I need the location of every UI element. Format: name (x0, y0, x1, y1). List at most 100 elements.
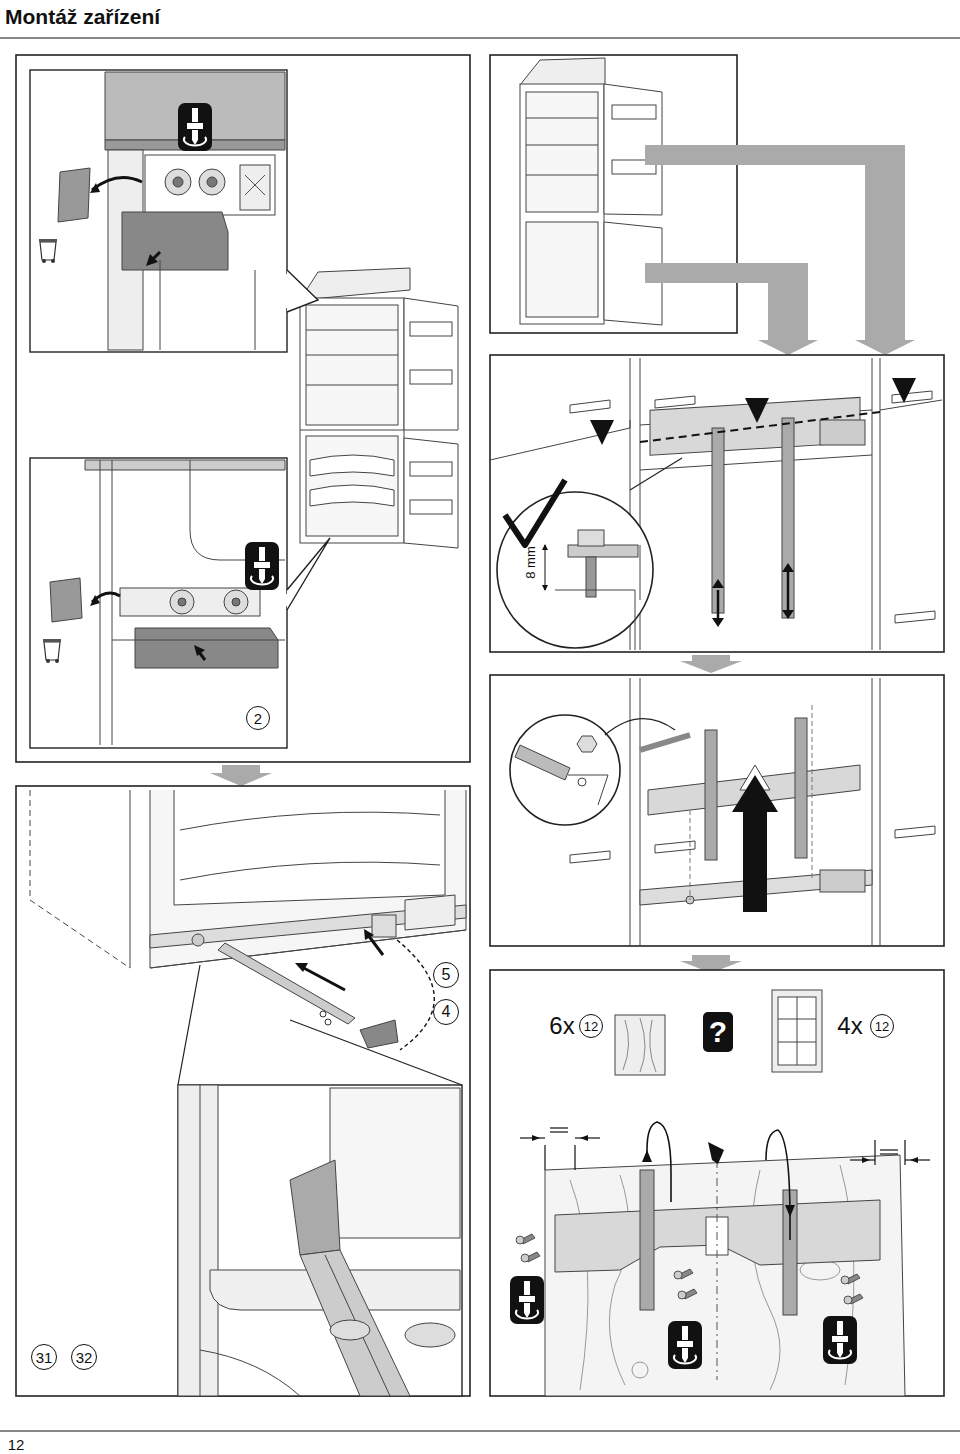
drawing-path (892, 378, 916, 403)
page-title: Montáž zařízení (5, 6, 160, 27)
drawing-path (766, 1130, 790, 1240)
drawing-path (542, 544, 548, 591)
drawing-use (674, 1269, 693, 1279)
drawing-rect (578, 530, 604, 546)
drawing-path (180, 862, 440, 880)
drawing-use (678, 1289, 697, 1299)
drawing-g (300, 268, 458, 548)
drawing-circle (207, 177, 217, 187)
drawing-path (290, 1160, 340, 1255)
drawing-circle (165, 169, 191, 195)
drawing-circle (173, 177, 183, 187)
part-number: 12 (579, 1014, 603, 1038)
drawing-rect (300, 298, 404, 543)
drawing-line (0, 1430, 960, 1431)
drawing-rect (772, 990, 822, 1072)
drawing-rect (490, 355, 944, 652)
drawing-rect (330, 1088, 460, 1238)
drawing-circle (199, 169, 225, 195)
drawing-rect (490, 675, 944, 946)
drawing-path (404, 298, 458, 430)
callout-number: 4 (433, 999, 459, 1025)
drawing-line (160, 260, 161, 350)
drawing-rect (30, 70, 287, 352)
drawing-path (642, 1150, 652, 1162)
drawing-rect (490, 970, 944, 1396)
drawing-path (405, 895, 455, 930)
question-mark: ? (703, 1012, 733, 1052)
drawing-line (904, 1140, 905, 1165)
drawing-path (568, 775, 608, 805)
drawing-path (174, 790, 445, 905)
drawing-g (178, 1085, 460, 1396)
drawing-path (295, 963, 308, 972)
drawing-rect (783, 1190, 797, 1315)
drawing-path (287, 538, 330, 610)
drawing-use (245, 542, 279, 590)
drawing-line (112, 640, 285, 641)
drawing-ellipse (405, 1323, 455, 1347)
drawing-line (550, 1131, 568, 1132)
drawing-path (590, 420, 614, 445)
drawing-circle (178, 598, 186, 606)
drawing-rect (410, 462, 452, 476)
drawing-use (823, 1316, 857, 1364)
drawing-rect (795, 718, 807, 858)
drawing-rect (410, 322, 452, 336)
drawing-path (300, 966, 345, 990)
drawing-rect (782, 418, 794, 618)
drawing-line (880, 1149, 898, 1150)
drawing-path (58, 168, 90, 222)
drawing-rect (820, 420, 865, 445)
drawing-line (874, 1140, 875, 1165)
drawing-g (490, 358, 942, 650)
drawing-path (287, 270, 318, 312)
drawing-path (200, 1350, 300, 1396)
drawing-rect (240, 165, 270, 210)
drawing-line (112, 460, 113, 745)
drawing-use (43, 639, 61, 663)
drawing-path (712, 563, 794, 627)
drawing-circle (632, 1362, 648, 1378)
drawing-line (255, 270, 256, 350)
drawing-path (150, 790, 466, 968)
drawing-path (640, 735, 690, 750)
drawing-line (325, 1255, 390, 1396)
drawing-path (778, 997, 816, 1065)
drawing-rect (306, 305, 398, 425)
drawing-path (300, 1250, 410, 1396)
drawing-g (555, 530, 640, 650)
drawing-path (645, 263, 818, 355)
drawing-rect (615, 1015, 665, 1075)
part-number: 12 (870, 1014, 894, 1038)
drawing-path (655, 396, 695, 408)
drawing-path (194, 645, 205, 656)
drawing-rect (520, 84, 604, 324)
drawing-rect (586, 557, 596, 597)
drawing-rect (16, 786, 470, 1396)
drawing-use (178, 103, 212, 151)
drawing-line (690, 810, 691, 900)
drawing-rect (778, 997, 816, 1065)
drawing-g (58, 72, 285, 350)
drawing-path (360, 1020, 398, 1048)
drawing-path (90, 183, 100, 193)
drawing-path (732, 775, 778, 912)
drawing-path (92, 178, 142, 191)
drawing-line (526, 175, 598, 176)
drawing-g (50, 460, 285, 745)
drawing-rect (526, 222, 598, 317)
drawing-path (146, 254, 158, 266)
drawing-line (717, 590, 720, 618)
drawing-path (895, 611, 935, 623)
drawing-path (655, 841, 695, 853)
drawing-path (545, 1155, 905, 1396)
drawing-line (130, 790, 131, 968)
drawing-line (0, 37, 960, 38)
drawing-rect (612, 105, 656, 119)
drawing-line (544, 1145, 545, 1170)
drawing-rect (526, 92, 598, 212)
drawing-path (630, 678, 880, 946)
drawing-path (555, 590, 635, 650)
drawing-rect (410, 370, 452, 384)
